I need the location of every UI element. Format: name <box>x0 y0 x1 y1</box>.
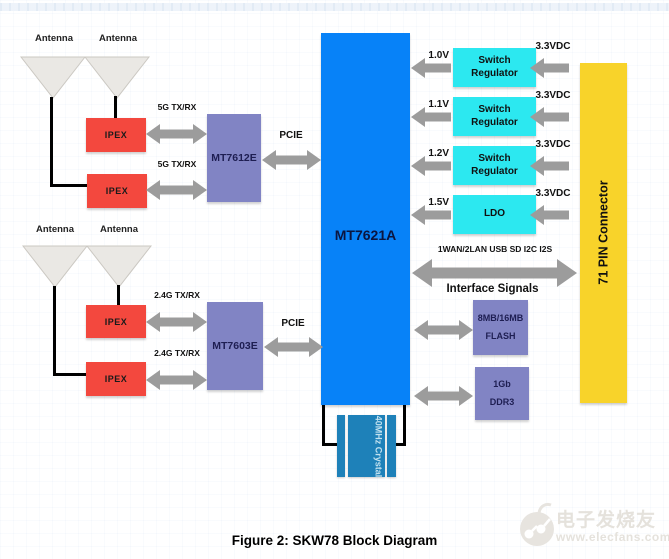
left-arrow-icon <box>411 205 451 225</box>
switch-regulator-box: Switch Regulator <box>453 146 536 185</box>
crystal-wire <box>322 405 325 446</box>
antenna-icon <box>86 245 152 288</box>
left-arrow-icon <box>530 107 569 127</box>
watermark-top-strip <box>0 3 669 11</box>
rail-input-label: 3.3VDC <box>535 139 571 150</box>
rf-link-label: 2.4G TX/RX <box>154 348 200 358</box>
antenna-icon <box>84 56 150 99</box>
regulator-label: Switch Regulator <box>471 104 518 128</box>
pin-connector-label: 71 PIN Connector <box>596 180 610 285</box>
flash-name-label: FLASH <box>485 331 516 341</box>
watermark-site-text: www.elecfans.com <box>556 530 669 544</box>
crystal-wire <box>322 443 339 446</box>
antenna-feed-wire <box>117 285 120 306</box>
rf-link-label: 5G TX/RX <box>157 159 197 169</box>
antenna-feed-wire <box>114 96 117 119</box>
crystal-pad <box>387 415 396 477</box>
interface-signals-label: Interface Signals <box>446 283 539 295</box>
soc-mt7621a: MT7621A <box>321 33 410 405</box>
left-arrow-icon <box>411 107 451 127</box>
double-arrow-icon <box>146 312 207 332</box>
antenna-label: Antenna <box>100 224 138 235</box>
ldo-box: LDO <box>453 195 536 234</box>
antenna-feed-wire <box>53 286 56 376</box>
chip-label: MT7603E <box>212 340 258 352</box>
switch-regulator-box: Switch Regulator <box>453 97 536 136</box>
rf-link-label: 2.4G TX/RX <box>154 290 200 300</box>
rail-output-label: 1.5V <box>428 197 449 208</box>
ddr-name-label: DDR3 <box>489 397 515 407</box>
antenna-label: Antenna <box>99 33 137 44</box>
ipex-connector-box: IPEX <box>87 174 147 208</box>
crystal-pad <box>337 415 345 477</box>
ipex-label: IPEX <box>104 374 128 384</box>
rail-output-label: 1.1V <box>428 99 449 110</box>
ipex-label: IPEX <box>104 316 128 327</box>
double-arrow-icon <box>146 124 207 144</box>
double-arrow-icon <box>146 180 207 200</box>
rail-input-label: 3.3VDC <box>535 90 571 101</box>
crystal-wire <box>391 443 406 446</box>
antenna-label: Antenna <box>35 33 73 44</box>
switch-regulator-box: Switch Regulator <box>453 48 536 87</box>
crystal-label: 40MHz Crystal <box>373 415 384 478</box>
antenna-icon <box>22 245 88 288</box>
wifi-chip-mt7603e: MT7603E <box>207 302 263 390</box>
pin-connector-box <box>580 63 627 403</box>
antenna-feed-wire <box>50 184 88 187</box>
soc-label: MT7621A <box>334 227 397 243</box>
ipex-connector-box: IPEX <box>86 118 146 152</box>
wifi-chip-mt7612e: MT7612E <box>207 114 261 202</box>
flash-size-label: 8MB/16MB <box>477 313 524 323</box>
left-arrow-icon <box>411 156 451 176</box>
rail-output-label: 1.2V <box>428 148 449 159</box>
ipex-label: IPEX <box>104 130 128 140</box>
left-arrow-icon <box>530 58 569 78</box>
left-arrow-icon <box>530 205 569 225</box>
rail-input-label: 3.3VDC <box>535 188 571 199</box>
elecfans-logo-icon <box>520 502 554 546</box>
ddr3-memory-box: 1Gb DDR3 <box>475 367 529 420</box>
ddr-size-label: 1Gb <box>493 379 511 389</box>
crystal-wire <box>403 405 406 446</box>
interface-signals-list: 1WAN/2LAN USB SD I2C I2S <box>437 244 553 254</box>
double-arrow-icon <box>414 320 473 340</box>
rf-link-label: 5G TX/RX <box>157 102 197 112</box>
ipex-connector-box: IPEX <box>86 362 146 396</box>
pcie-bus-label: PCIE <box>279 130 303 141</box>
watermark-brand-text: 电子发烧友 <box>556 510 657 531</box>
double-arrow-icon <box>264 337 323 357</box>
double-arrow-icon <box>146 370 207 390</box>
ipex-label: IPEX <box>105 186 129 196</box>
rail-output-label: 1.0V <box>428 50 449 61</box>
regulator-label: LDO <box>483 208 506 220</box>
double-arrow-icon <box>412 259 577 287</box>
left-arrow-icon <box>530 156 569 176</box>
regulator-label: Switch Regulator <box>471 153 518 177</box>
antenna-feed-wire <box>53 373 87 376</box>
rail-input-label: 3.3VDC <box>535 41 571 52</box>
double-arrow-icon <box>414 386 473 406</box>
regulator-label: Switch Regulator <box>471 55 518 79</box>
crystal-box <box>348 415 385 477</box>
antenna-feed-wire <box>50 97 53 187</box>
ipex-connector-box: IPEX <box>86 305 146 338</box>
left-arrow-icon <box>411 58 451 78</box>
pcie-bus-label: PCIE <box>281 318 305 329</box>
antenna-icon <box>20 56 86 99</box>
antenna-label: Antenna <box>36 224 74 235</box>
figure-caption: Figure 2: SKW78 Block Diagram <box>231 533 438 548</box>
chip-label: MT7612E <box>211 152 257 164</box>
double-arrow-icon <box>262 150 321 170</box>
flash-memory-box: 8MB/16MB FLASH <box>473 300 528 355</box>
